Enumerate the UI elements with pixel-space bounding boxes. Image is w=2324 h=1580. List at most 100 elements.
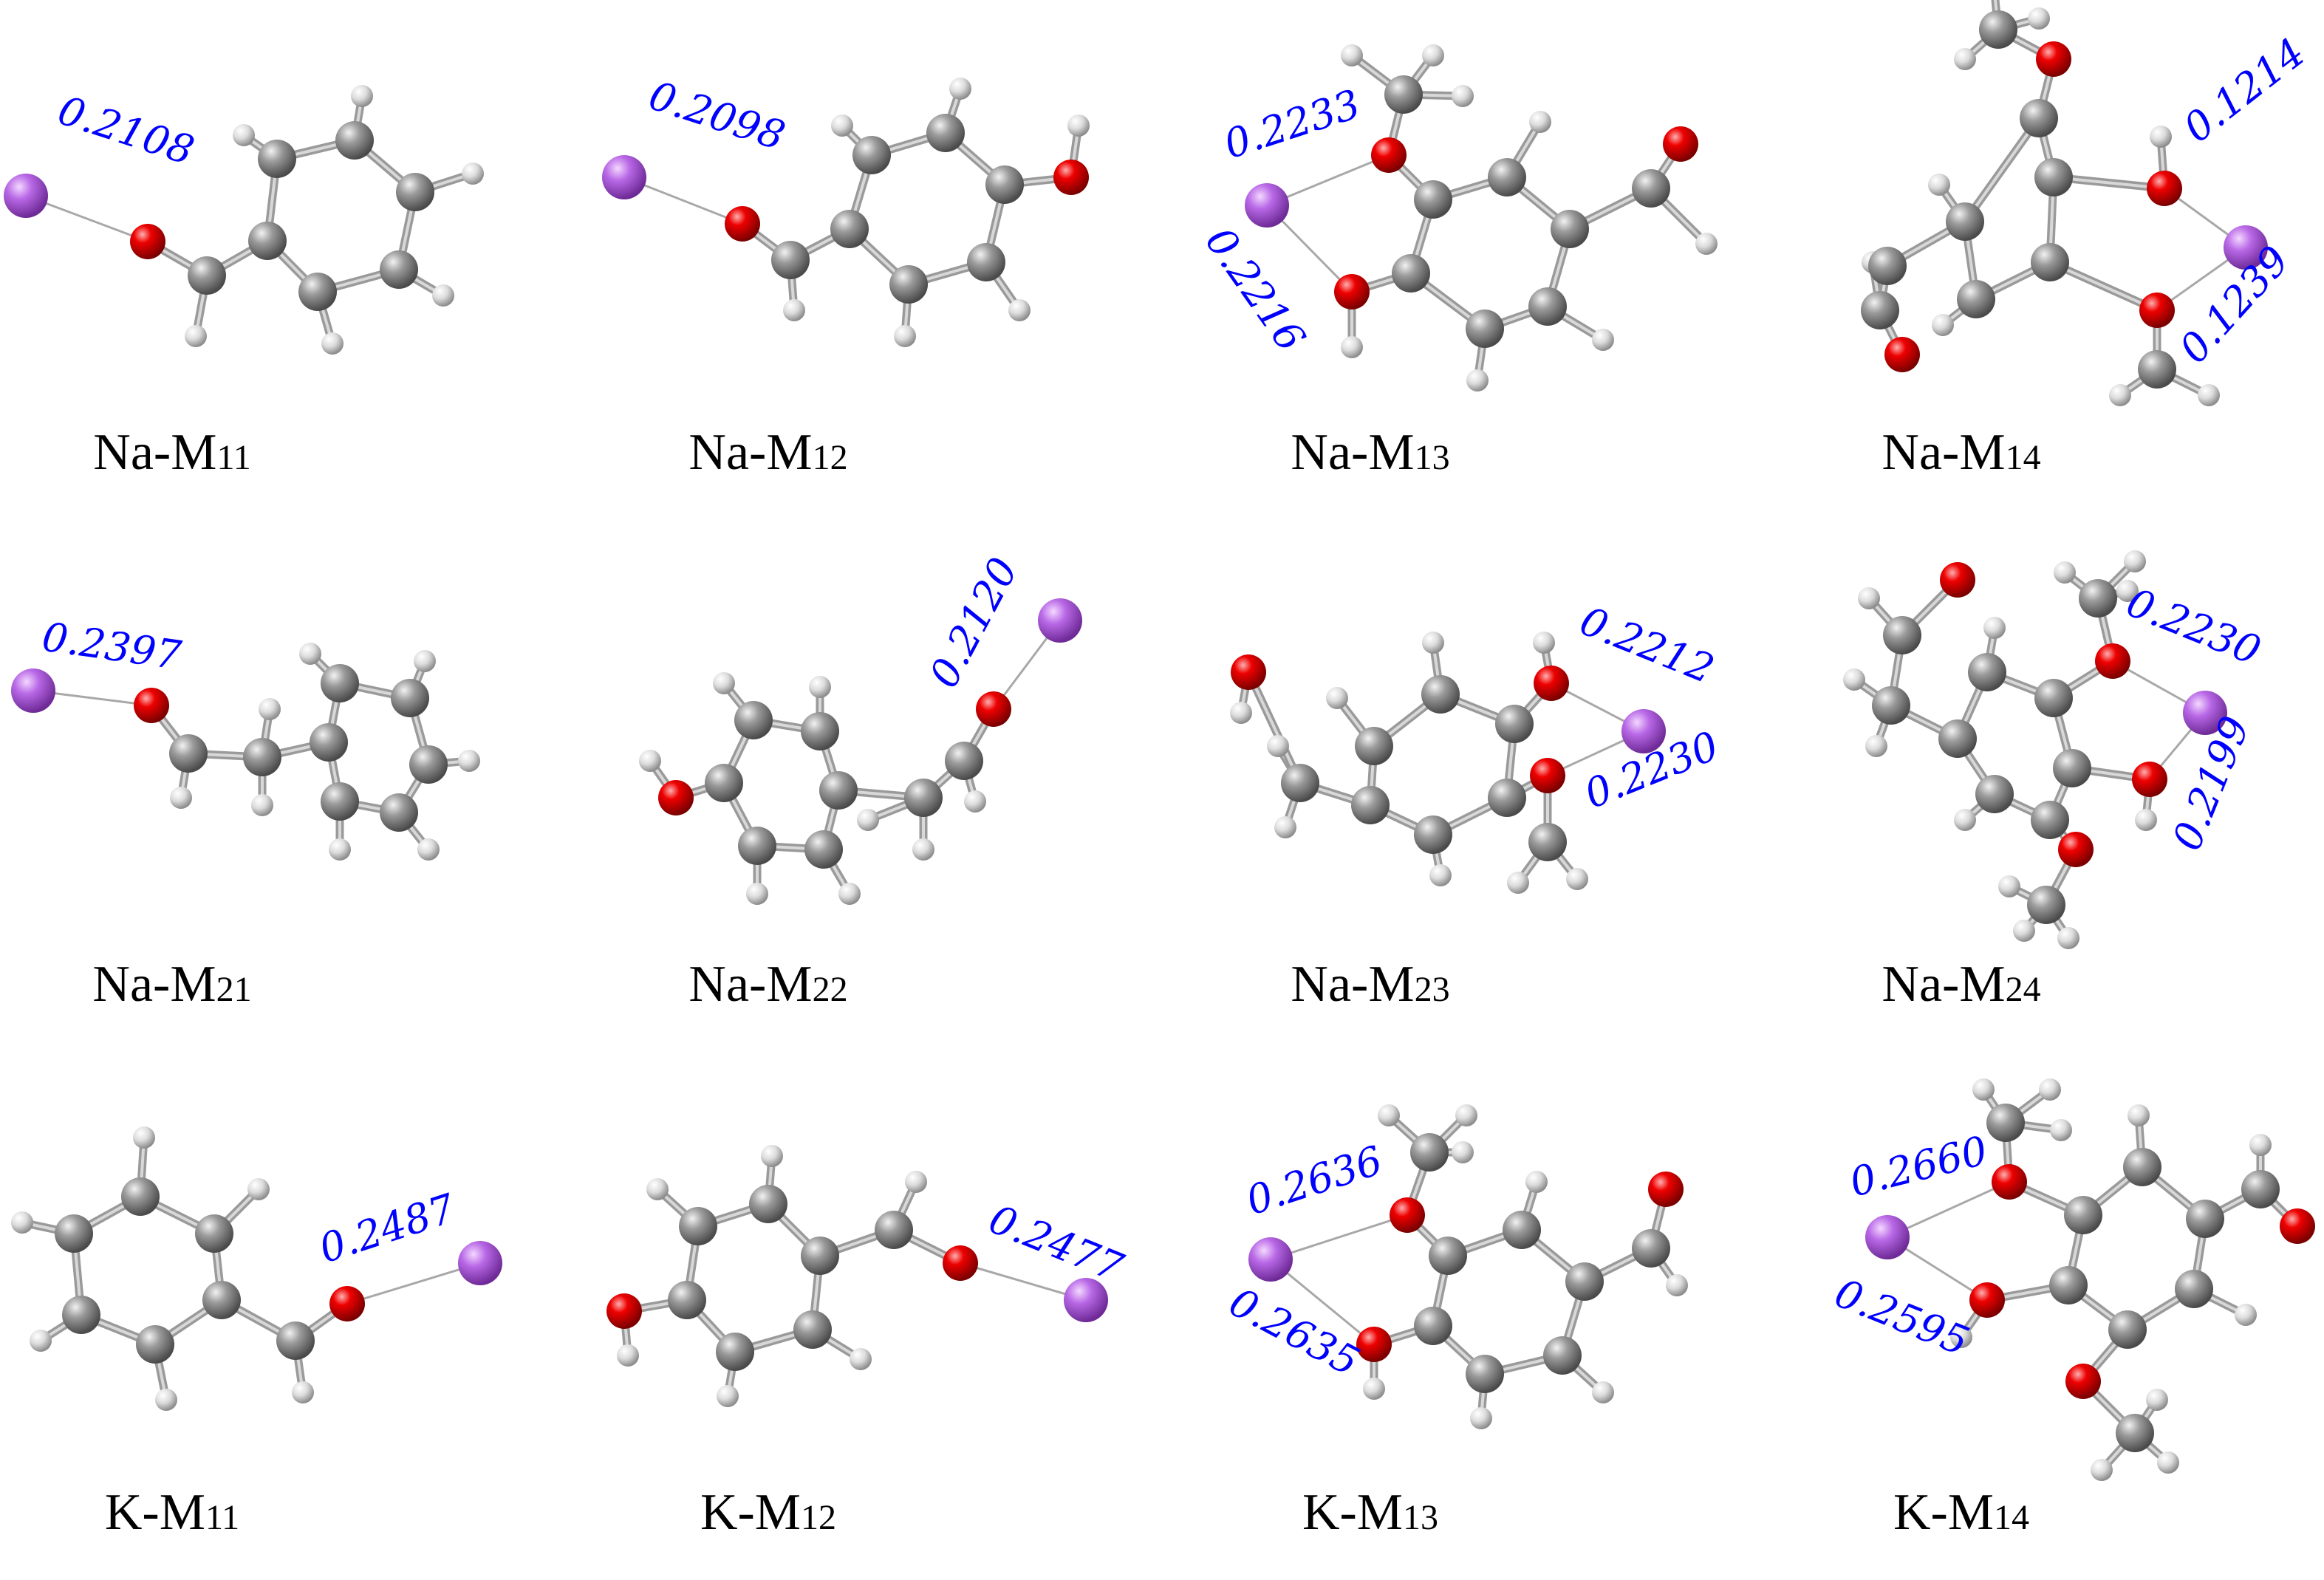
metal-atom xyxy=(11,668,55,713)
hydrogen-atom xyxy=(1525,1171,1548,1193)
carbon-atom xyxy=(2027,886,2065,924)
hydrogen-atom xyxy=(905,1171,927,1193)
carbon-atom xyxy=(2175,1270,2213,1308)
caption-subscript: 23 xyxy=(1415,970,1450,1009)
hydrogen-atom xyxy=(2091,1459,2113,1481)
hydrogen-atom xyxy=(292,1381,314,1403)
carbon-atom xyxy=(749,1185,787,1223)
oxygen-atom xyxy=(1534,666,1569,701)
carbon-atom xyxy=(1495,705,1534,743)
panel-caption: K-M11 xyxy=(105,1484,239,1541)
hydrogen-atom xyxy=(1507,872,1529,894)
bond-distance-label: 0.2487 xyxy=(314,1185,462,1273)
hydrogen-atom xyxy=(2050,1119,2072,1141)
carbon-atom xyxy=(169,734,208,773)
carbon-atom xyxy=(716,1333,754,1371)
carbon-atom xyxy=(1861,291,1899,329)
hydrogen-atom xyxy=(713,672,735,694)
caption-subscript: 22 xyxy=(813,970,848,1009)
carbon-atom xyxy=(985,165,1024,204)
carbon-atom xyxy=(1414,815,1452,854)
carbon-atom xyxy=(1975,775,2014,813)
carbon-atom xyxy=(396,173,434,211)
hydrogen-atom xyxy=(247,1178,270,1200)
carbon-atom xyxy=(409,745,448,784)
carbon-atom xyxy=(1384,75,1423,114)
carbon-atom xyxy=(380,250,418,289)
panel-caption: K-M14 xyxy=(1893,1484,2029,1541)
hydrogen-atom xyxy=(1452,1141,1474,1163)
bond-distance-label: 0.2397 xyxy=(39,613,185,679)
carbon-atom xyxy=(1946,202,1984,241)
carbon-atom xyxy=(2034,679,2073,717)
panel-caption: Na-M11 xyxy=(93,424,250,481)
hydrogen-atom xyxy=(2109,384,2131,406)
oxygen-atom xyxy=(606,1293,642,1329)
hydrogen-atom xyxy=(1950,1326,1972,1348)
hydrogen-atom xyxy=(2150,126,2172,148)
bond-distance-label: 0.2098 xyxy=(643,72,790,159)
carbon-atom xyxy=(1968,653,2006,691)
metal-atom xyxy=(1248,1237,1293,1282)
carbon-atom xyxy=(202,1281,241,1319)
carbon-atom xyxy=(1543,1336,1582,1375)
oxygen-atom xyxy=(2139,293,2175,328)
hydrogen-atom xyxy=(2235,1304,2257,1326)
oxygen-atom xyxy=(134,688,169,723)
metal-atom xyxy=(1865,1215,1910,1259)
caption-name: Na-M xyxy=(1291,956,1414,1013)
carbon-atom xyxy=(1414,1307,1452,1345)
hydrogen-atom xyxy=(857,809,879,831)
carbon-atom xyxy=(875,1211,913,1249)
carbon-atom xyxy=(1429,1237,1467,1275)
hydrogen-atom xyxy=(299,643,321,665)
panel-caption: K-M12 xyxy=(700,1484,836,1541)
hydrogen-atom xyxy=(1008,299,1031,321)
hydrogen-atom xyxy=(133,1126,155,1149)
caption-subscript: 21 xyxy=(216,970,252,1009)
metal-atom xyxy=(1038,598,1082,643)
oxygen-atom xyxy=(1371,137,1407,173)
carbon-atom xyxy=(321,782,359,821)
bond-highlight xyxy=(1964,117,2040,223)
metal-atom xyxy=(1621,709,1666,753)
carbon-atom xyxy=(2116,1414,2154,1452)
hydrogen-atom xyxy=(259,698,281,720)
carbon-atom xyxy=(243,738,281,776)
hydrogen-atom xyxy=(11,1211,33,1234)
caption-name: K-M xyxy=(700,1484,801,1541)
panel-caption: Na-M22 xyxy=(688,956,847,1013)
carbon-atom xyxy=(819,771,858,810)
hydrogen-atom xyxy=(1429,864,1452,886)
carbon-atom xyxy=(195,1214,233,1253)
metal-atom xyxy=(2183,691,2227,735)
bond-distance-label: 0.2636 xyxy=(1241,1137,1388,1224)
carbon-atom xyxy=(2034,158,2073,196)
carbon-atom xyxy=(310,723,348,762)
hydrogen-atom xyxy=(964,790,986,813)
bond-distance-label: 0.1214 xyxy=(2175,29,2314,151)
panel-caption: Na-M13 xyxy=(1291,424,1449,481)
coordination-line xyxy=(346,1262,481,1305)
caption-subscript: 13 xyxy=(1403,1498,1438,1537)
hydrogen-atom xyxy=(1230,702,1252,724)
caption-name: K-M xyxy=(105,1484,205,1541)
carbon-atom xyxy=(2079,579,2117,618)
carbon-atom xyxy=(136,1325,174,1364)
carbon-atom xyxy=(2064,1196,2102,1234)
carbon-atom xyxy=(1488,779,1526,817)
hydrogen-atom xyxy=(617,1344,639,1367)
caption-name: Na-M xyxy=(1882,956,2005,1013)
carbon-atom xyxy=(889,265,928,304)
coordination-line xyxy=(1270,1258,1375,1346)
hydrogen-atom xyxy=(1422,632,1444,654)
hydrogen-atom xyxy=(838,883,861,905)
oxygen-atom xyxy=(1053,160,1089,195)
hydrogen-atom xyxy=(1533,632,1555,654)
carbon-atom xyxy=(335,121,374,160)
hydrogen-atom xyxy=(809,676,831,698)
caption-subscript: 14 xyxy=(2006,438,2041,477)
carbon-atom xyxy=(380,793,418,832)
hydrogen-atom xyxy=(417,838,440,861)
panel-caption: Na-M14 xyxy=(1882,424,2040,481)
